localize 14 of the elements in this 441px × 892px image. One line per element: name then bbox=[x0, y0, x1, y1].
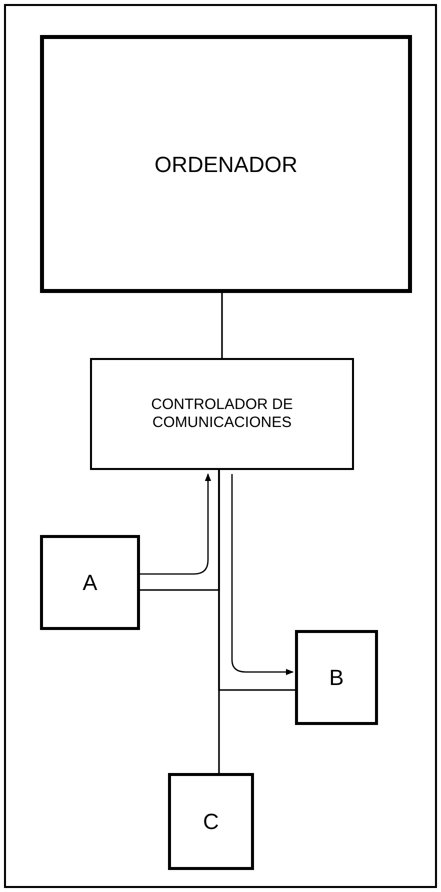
box bbox=[40, 35, 412, 293]
box bbox=[295, 630, 378, 725]
arrow bbox=[140, 473, 212, 575]
box-label: ORDENADOR bbox=[153, 150, 298, 178]
box-label: B bbox=[328, 664, 345, 692]
arrow bbox=[231, 474, 294, 676]
box-label: CONTROLADOR DE COMUNICACIONES bbox=[150, 396, 294, 432]
box-label: C bbox=[202, 808, 220, 836]
box bbox=[168, 773, 254, 870]
box-label: A bbox=[82, 569, 98, 597]
connector-line bbox=[218, 470, 220, 773]
connector-line bbox=[221, 293, 223, 358]
box bbox=[40, 535, 140, 630]
box bbox=[90, 358, 354, 470]
